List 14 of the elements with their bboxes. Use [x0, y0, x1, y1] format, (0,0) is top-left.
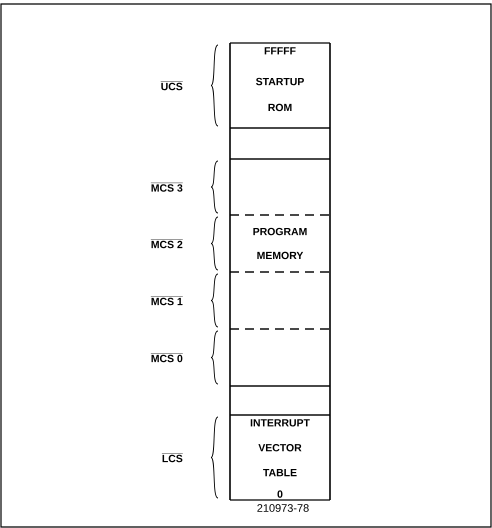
signal-label: MCS 3	[150, 182, 183, 192]
signal-label: MCS 0	[150, 353, 183, 362]
memory-block: PROGRAM MEMORY	[229, 214, 331, 273]
signal-label: UCS	[160, 81, 183, 90]
memory-block	[229, 271, 331, 330]
memory-block: INTERRUPT VECTOR TABLE 0	[229, 414, 331, 501]
signal-label: LCS	[162, 453, 183, 462]
memory-block	[229, 127, 331, 160]
signal-label: MCS 1	[150, 296, 183, 306]
memory-block	[229, 328, 331, 387]
signal-label: MCS 2	[150, 239, 183, 248]
memory-block	[229, 385, 331, 416]
memory-block: FFFFF STARTUP ROM	[229, 42, 331, 129]
memory-block	[229, 158, 331, 216]
